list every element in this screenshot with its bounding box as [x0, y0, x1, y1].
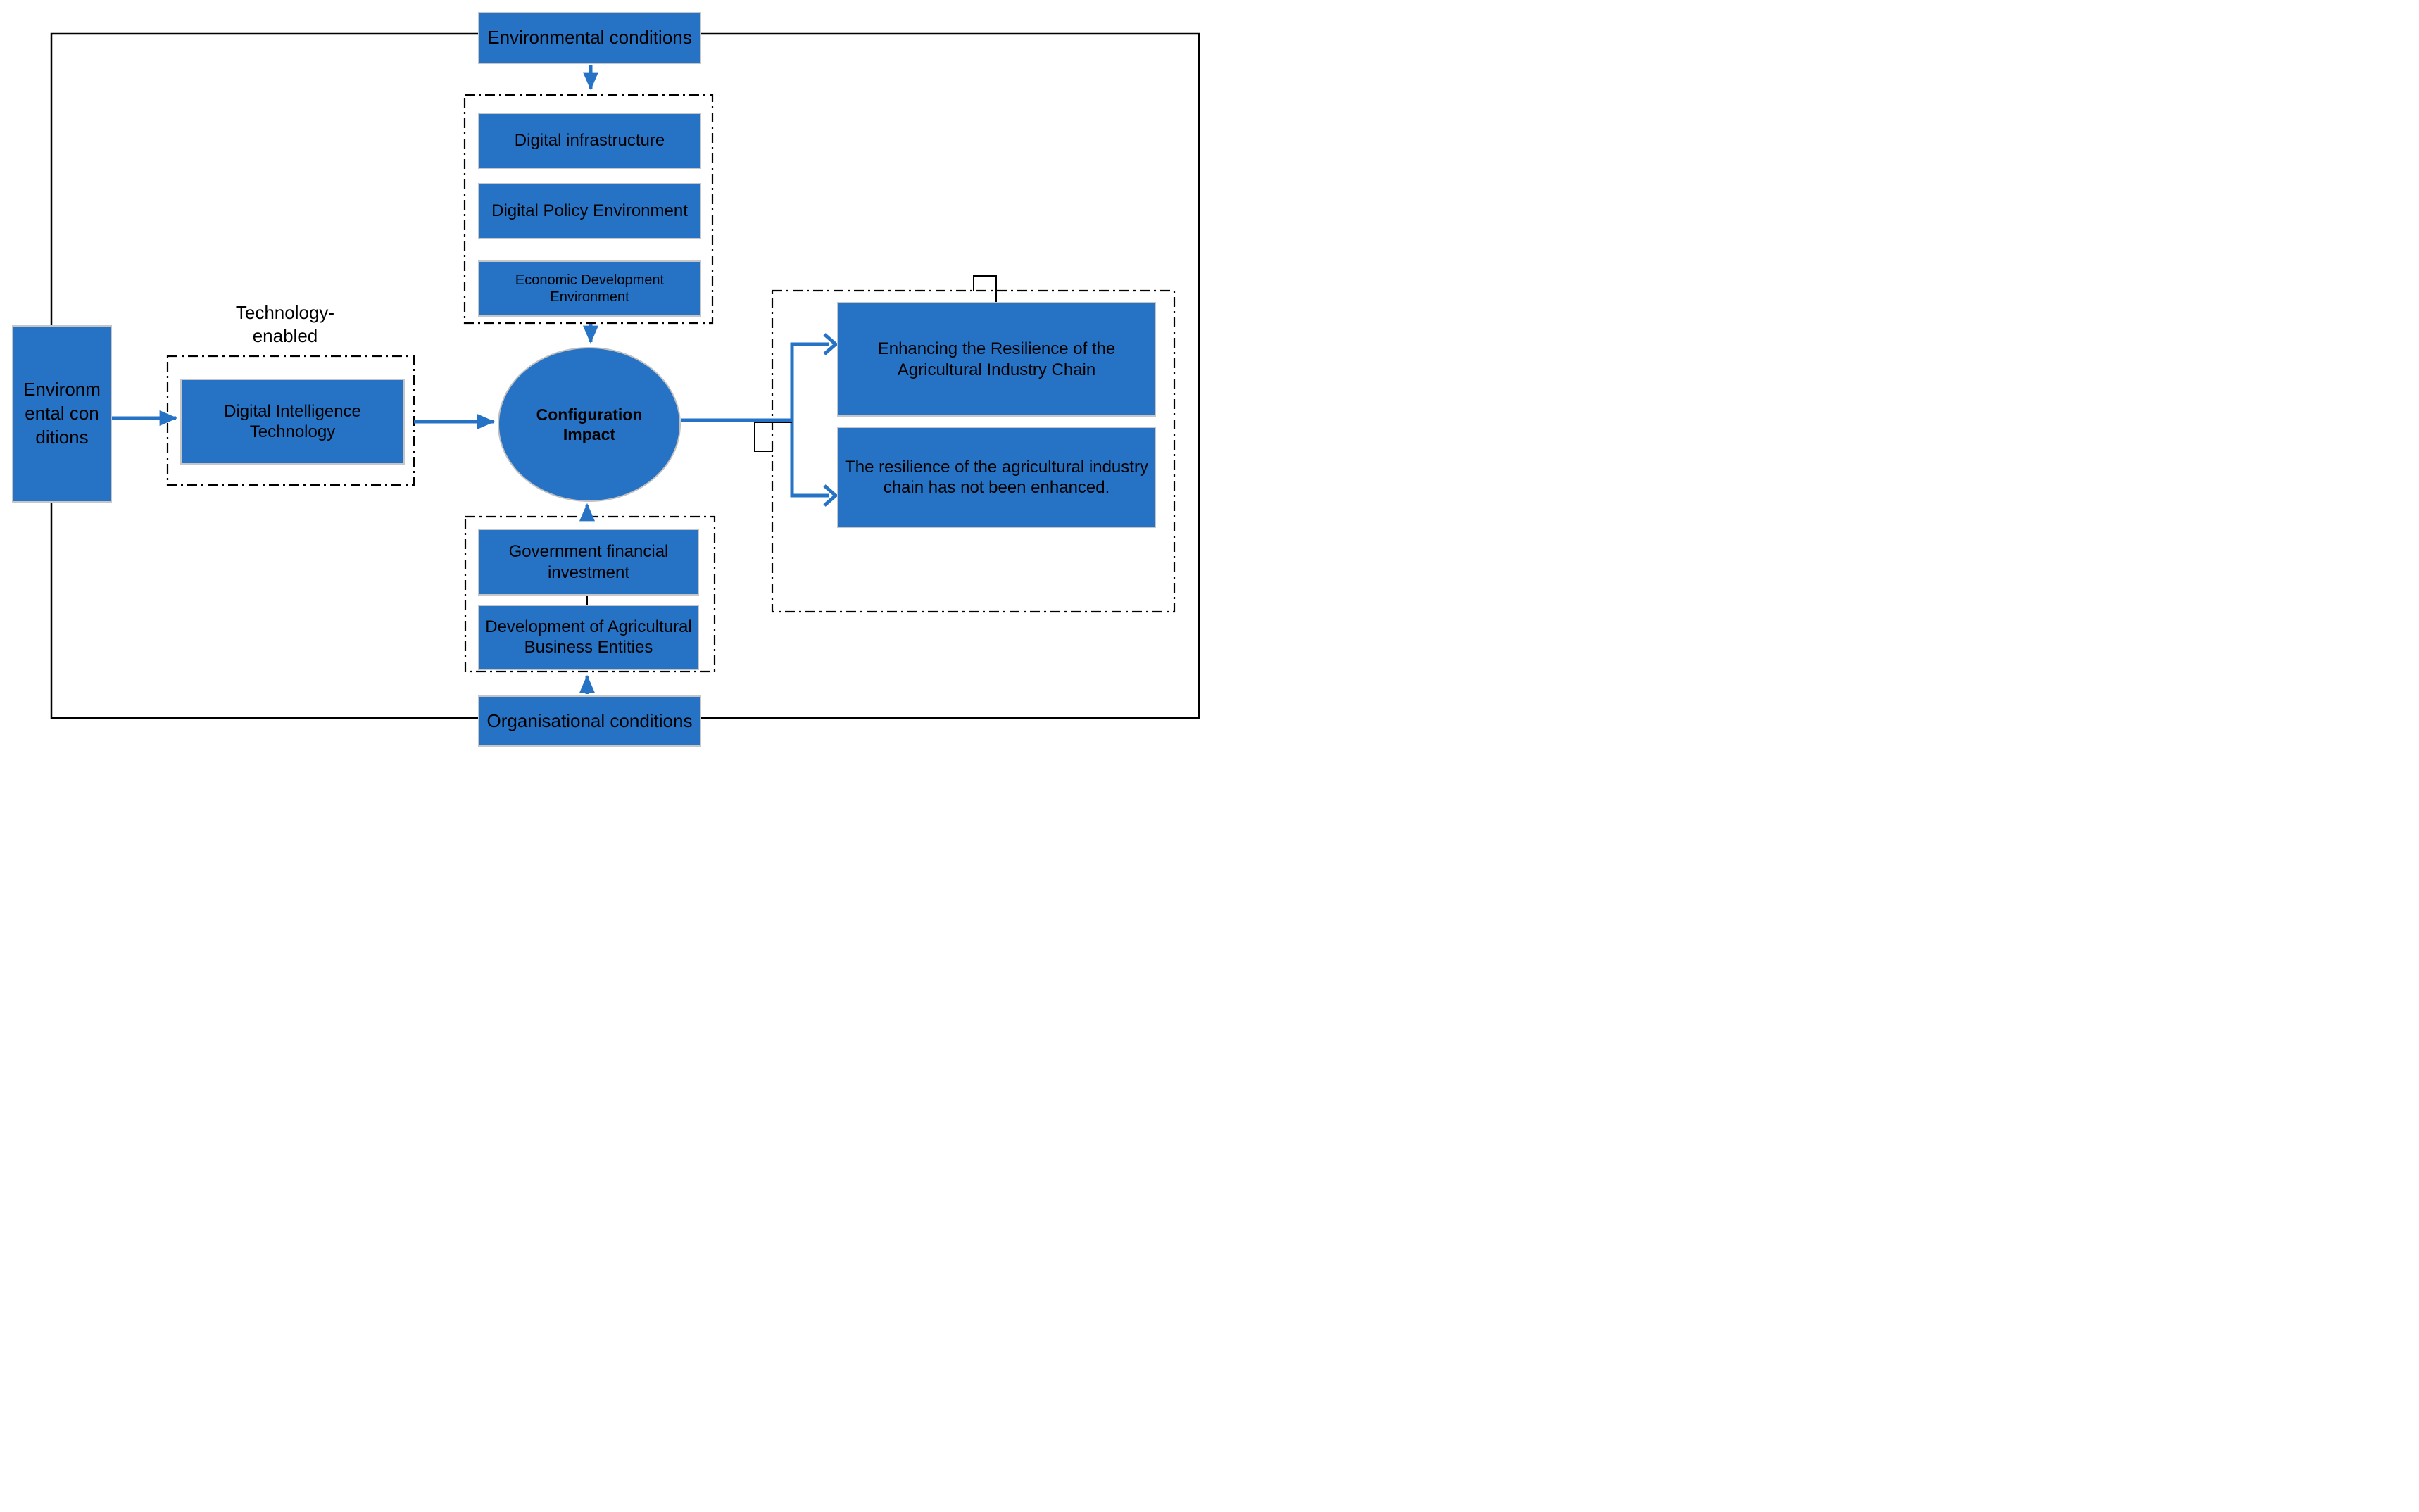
artifact-top-bracket: [973, 275, 997, 302]
box-environmental-conditions-top: Environmental conditions: [478, 12, 701, 64]
chevron-to-outcome-not-enhanced: [823, 484, 838, 507]
diagram-canvas: Environmental conditions Environmental c…: [0, 0, 1210, 756]
chevron-to-outcome-enhanced: [823, 333, 838, 355]
box-government-financial-investment: Government financial investment: [478, 529, 699, 596]
box-digital-policy-environment: Digital Policy Environment: [478, 183, 701, 239]
box-economic-development-environment: Economic Development Environment: [478, 260, 701, 317]
env-group-frame: [463, 94, 714, 325]
box-outcome-enhanced: Enhancing the Resilience of the Agricult…: [837, 302, 1156, 417]
box-organisational-conditions: Organisational conditions: [478, 695, 701, 747]
artifact-left-bracket: [754, 422, 792, 452]
box-outcome-not-enhanced: The resilience of the agricultural indus…: [837, 427, 1156, 528]
label-technology-enabled: Technology-enabled: [235, 302, 335, 346]
branch-line: [790, 342, 829, 498]
box-digital-infrastructure: Digital infrastructure: [478, 113, 701, 169]
box-digital-intelligence-technology: Digital Intelligence Technology: [180, 379, 405, 465]
box-development-agricultural-business-entities: Development of Agricultural Business Ent…: [478, 605, 699, 670]
box-environmental-conditions-left: Environmental conditions: [12, 325, 112, 503]
outcome-group-frame: [771, 289, 1176, 613]
ellipse-configuration-impact: Configuration Impact: [498, 347, 681, 502]
